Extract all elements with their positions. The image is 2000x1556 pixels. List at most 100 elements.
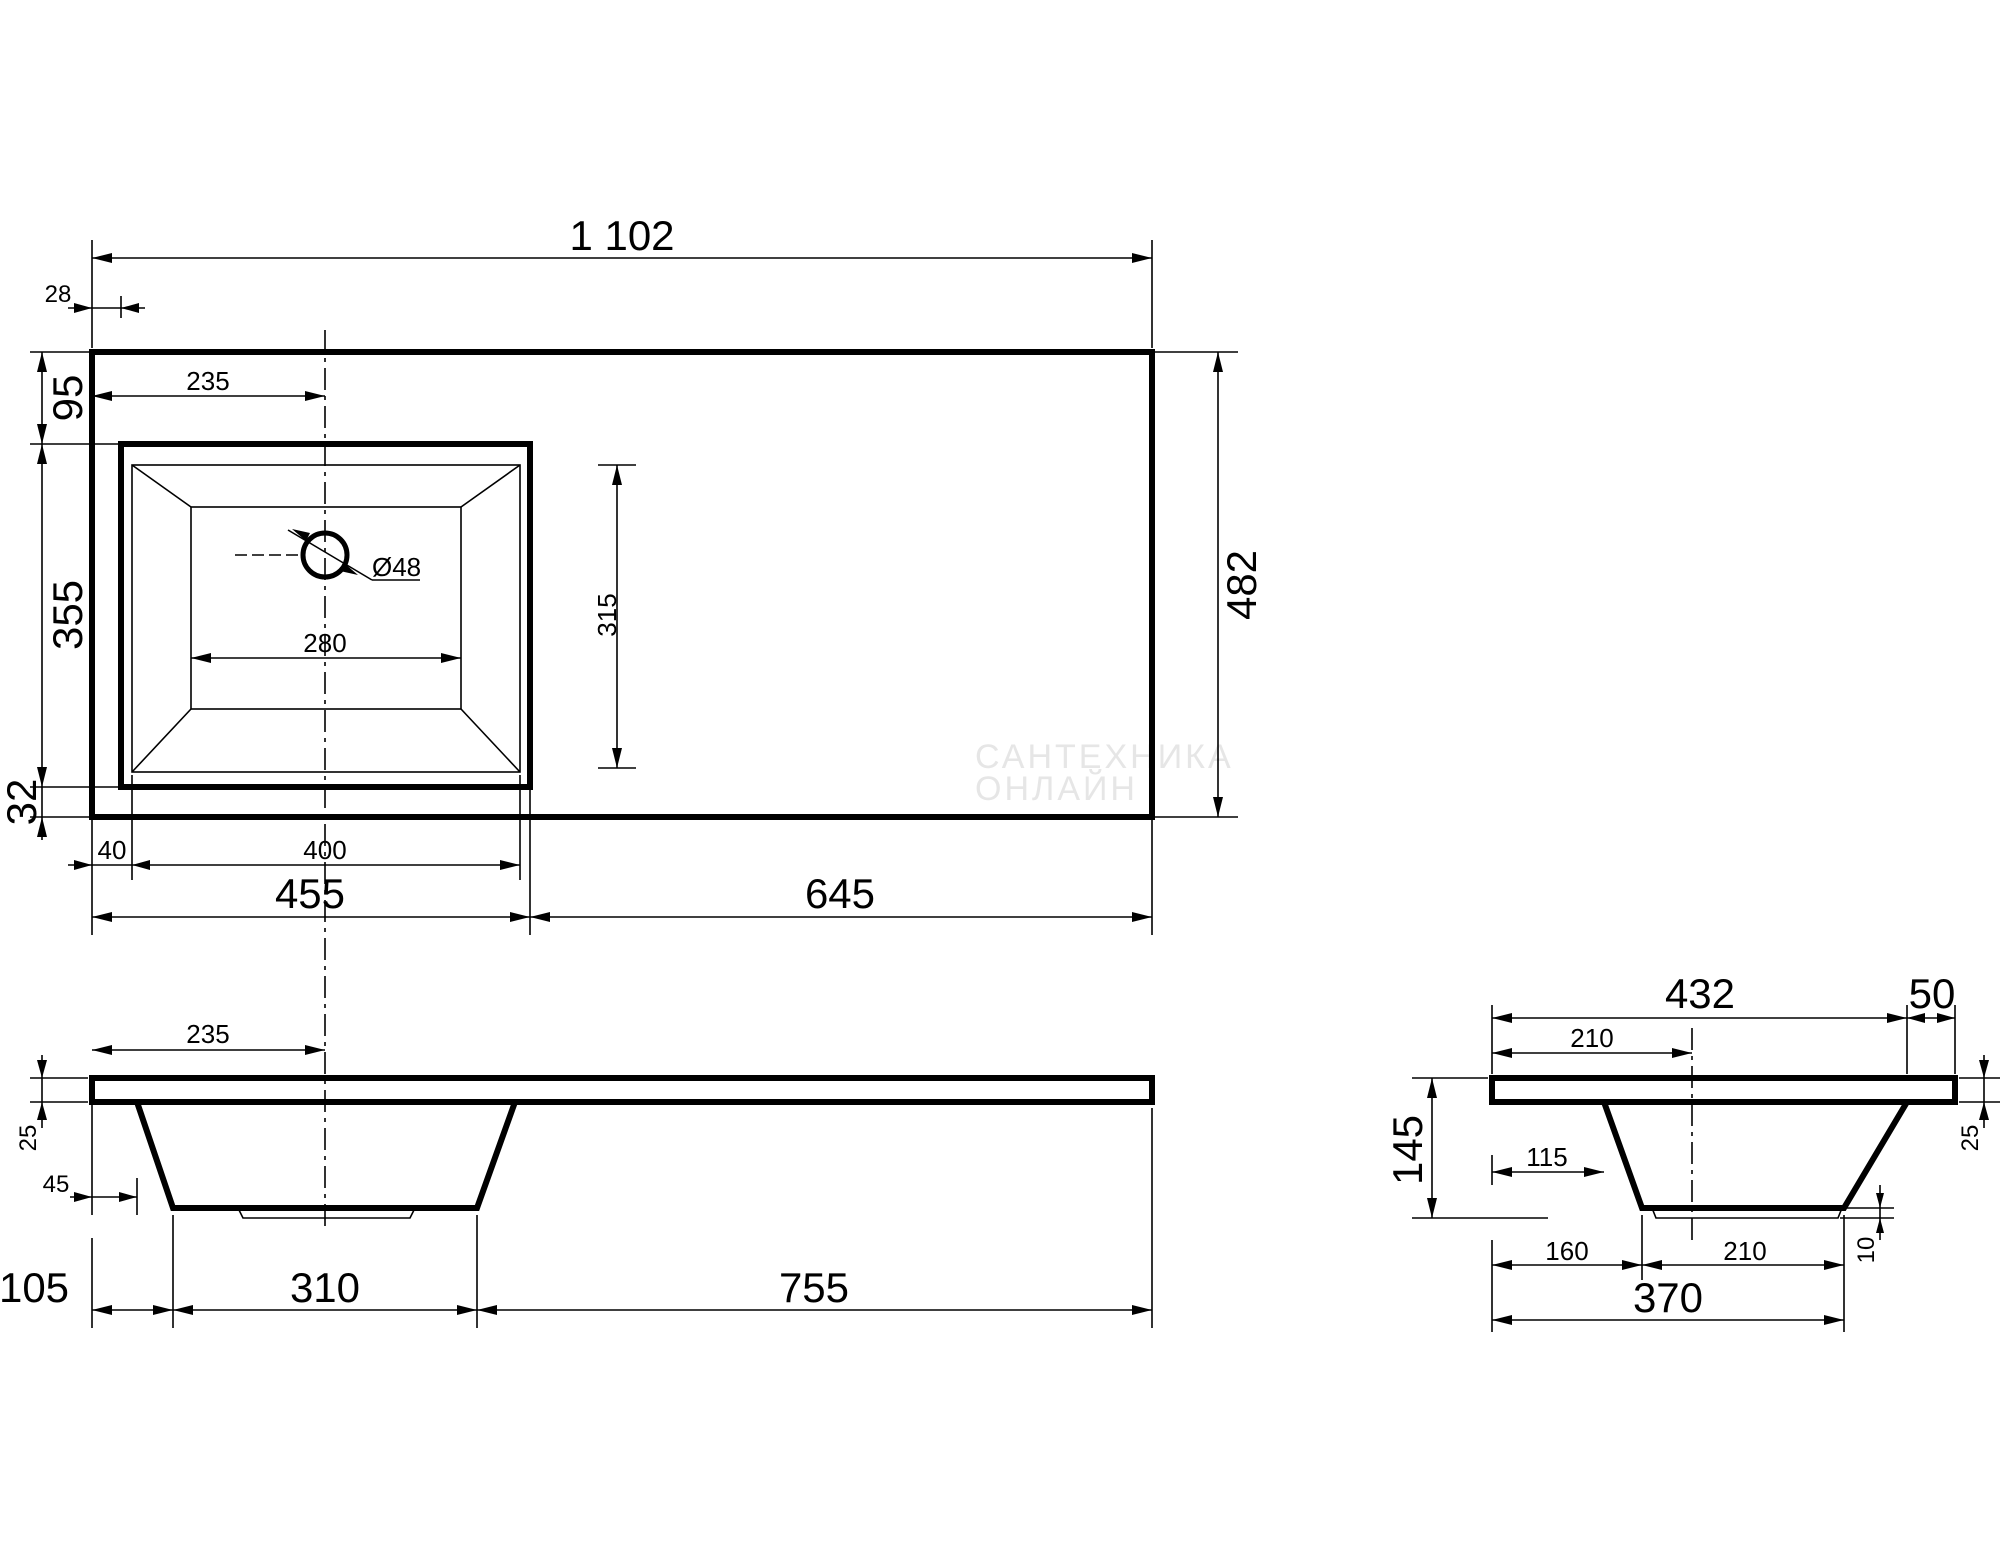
side-taper-label: 115 xyxy=(1526,1142,1567,1172)
arrow xyxy=(1132,253,1152,263)
countertop-outline xyxy=(89,349,1155,820)
front-drain-outlet xyxy=(237,1207,416,1219)
arrow xyxy=(173,1305,193,1315)
arrow xyxy=(1213,352,1223,372)
arrow xyxy=(1876,1218,1884,1233)
arrow xyxy=(1979,1102,1989,1120)
arrow xyxy=(612,748,622,768)
inner-depth-label: 315 xyxy=(592,593,622,636)
arrow xyxy=(1824,1315,1844,1325)
front-view: 235 25 45 105 310 755 xyxy=(0,1019,1155,1328)
arrow xyxy=(1427,1078,1437,1098)
arrow xyxy=(1427,1198,1437,1218)
arrow xyxy=(92,253,112,263)
arrow xyxy=(132,860,150,870)
side-thickness-label: 25 xyxy=(1957,1125,1984,1152)
bowl-section-label: 455 xyxy=(275,870,345,917)
arrow xyxy=(1213,797,1223,817)
arrow xyxy=(305,1045,325,1055)
bowl-inner-rim xyxy=(131,464,521,773)
front-bottom-width-label: 310 xyxy=(290,1264,360,1311)
depth-label: 482 xyxy=(1218,550,1265,620)
diameter-leader xyxy=(287,529,373,581)
drain-offset-label: 235 xyxy=(186,366,229,396)
shelf-section-label: 645 xyxy=(805,870,875,917)
watermark-line2: ОНЛАЙН xyxy=(975,770,1138,808)
arrow xyxy=(74,303,92,313)
arrow xyxy=(292,529,310,541)
arrow xyxy=(477,1305,497,1315)
side-drain-outlet xyxy=(1651,1207,1843,1219)
arrow xyxy=(1492,1167,1512,1177)
front-left-part-label: 105 xyxy=(0,1264,69,1311)
side-bottom-total-label: 370 xyxy=(1633,1274,1703,1321)
arrow xyxy=(510,912,530,922)
arrow xyxy=(457,1305,477,1315)
side-overhang-label: 50 xyxy=(1909,970,1956,1017)
arrow xyxy=(340,563,358,575)
arrow xyxy=(1492,1315,1512,1325)
front-thickness-label: 25 xyxy=(15,1125,42,1152)
arrow xyxy=(1642,1260,1662,1270)
arrow xyxy=(37,352,47,372)
arrow xyxy=(92,1305,112,1315)
arrow xyxy=(1876,1193,1884,1208)
side-slab xyxy=(1489,1075,1958,1105)
arrow xyxy=(1824,1260,1844,1270)
arrow xyxy=(37,444,47,464)
arrow xyxy=(153,1305,173,1315)
bowl-corner-line xyxy=(460,464,521,508)
arrow xyxy=(37,1102,47,1120)
arrow xyxy=(1492,1260,1512,1270)
arrow xyxy=(37,817,47,837)
arrow xyxy=(92,1045,112,1055)
arrow xyxy=(305,391,325,401)
bowl-inner-width-label: 280 xyxy=(303,628,346,658)
bowl-corner-line xyxy=(131,708,192,773)
side-bottom-left-label: 160 xyxy=(1545,1236,1588,1266)
arrow xyxy=(1937,1013,1955,1023)
arrow xyxy=(74,860,92,870)
arrow xyxy=(92,912,112,922)
front-taper-label: 45 xyxy=(43,1171,70,1198)
side-view: 432 50 210 145 25 115 10 xyxy=(1384,970,2000,1332)
arrow xyxy=(37,767,47,787)
offset-28-label: 28 xyxy=(45,281,72,308)
side-bottom-thickness-label: 10 xyxy=(1853,1237,1880,1264)
arrow xyxy=(612,465,622,485)
front-slab xyxy=(89,1075,1155,1105)
arrow xyxy=(37,1060,47,1078)
bowl-width-label: 400 xyxy=(303,835,346,865)
bowl-corner-line xyxy=(131,464,192,508)
diameter-label: Ø48 xyxy=(372,552,421,582)
edge-32-label: 32 xyxy=(0,779,45,826)
side-40-label: 40 xyxy=(98,835,127,865)
watermark-line1: САНТЕХНИКА xyxy=(975,738,1234,776)
arrow xyxy=(1584,1167,1604,1177)
front-bowl-profile xyxy=(134,1100,518,1211)
side-bottom-right-label: 210 xyxy=(1723,1236,1766,1266)
arrow xyxy=(500,860,520,870)
arrow xyxy=(1492,1013,1512,1023)
arrow xyxy=(1907,1013,1925,1023)
bowl-bottom xyxy=(190,506,462,710)
arrow xyxy=(441,653,461,663)
side-top-width-label: 432 xyxy=(1665,970,1735,1017)
bowl-corner-line xyxy=(460,708,521,773)
top-view: Ø48 1 102 28 482 95 355 32 xyxy=(0,212,1265,1230)
arrow xyxy=(191,653,211,663)
front-drain-offset-label: 235 xyxy=(186,1019,229,1049)
side-height-label: 145 xyxy=(1384,1115,1431,1185)
arrow xyxy=(1979,1060,1989,1078)
arrow xyxy=(121,303,139,313)
watermark: САНТЕХНИКА ОНЛАЙН xyxy=(975,738,1234,808)
total-length-label: 1 102 xyxy=(569,212,674,259)
arrow xyxy=(530,912,550,922)
side-half-width-label: 210 xyxy=(1570,1023,1613,1053)
edge-95-label: 95 xyxy=(44,375,91,422)
arrow xyxy=(1672,1048,1692,1058)
arrow xyxy=(1132,1305,1152,1315)
side-bowl-profile xyxy=(1601,1100,1910,1211)
arrow xyxy=(37,424,47,444)
